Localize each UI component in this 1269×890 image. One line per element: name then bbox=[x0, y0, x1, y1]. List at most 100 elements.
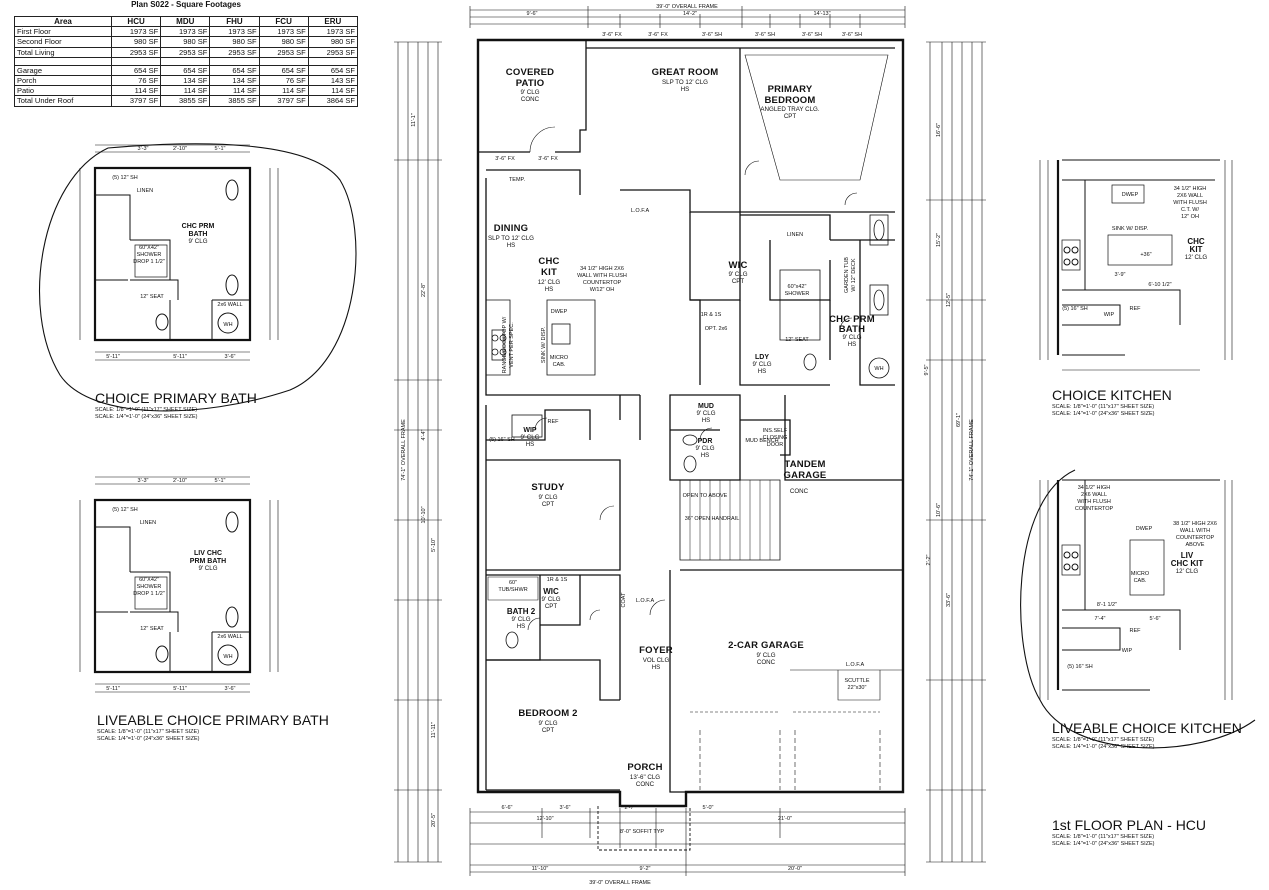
window-label: 3'-6" FX bbox=[538, 156, 558, 162]
window-label: 3'-6" SH bbox=[842, 32, 862, 38]
dim-label: 69'-1" bbox=[956, 413, 962, 427]
table-cell: 2953 SF bbox=[307, 46, 359, 58]
note-text: OPT. 2x6 bbox=[705, 326, 728, 332]
detail-liveable-bath-labels: LIVEABLE CHOICE PRIMARY BATH SCALE: 1/8"… bbox=[97, 478, 329, 742]
note-text: DWEP bbox=[1122, 192, 1139, 198]
room-detail: 9' CLG bbox=[842, 334, 861, 341]
note-text: DWEP bbox=[551, 309, 568, 315]
window-label: 3'-6" FX bbox=[648, 32, 668, 38]
detail-kitchen-labels: CHOICE KITCHEN SCALE: 1/8"=1'-0" (11"x17… bbox=[1052, 186, 1207, 417]
room-detail: 9' CLG bbox=[520, 89, 539, 96]
room-name: GARAGE bbox=[784, 470, 827, 481]
note-text: 12" OH bbox=[1181, 214, 1199, 220]
room-detail: 9' CLG bbox=[198, 565, 217, 572]
dim-label: 9'-6" bbox=[527, 11, 538, 17]
note-text: GARDEN TUB bbox=[844, 257, 850, 293]
room-name: CHC bbox=[1187, 237, 1205, 246]
dim-label: 9'-2" bbox=[640, 866, 651, 872]
note-text: WH bbox=[223, 654, 232, 660]
room-name: COVERED bbox=[506, 67, 554, 78]
main-plan bbox=[394, 6, 986, 876]
note-text: (5) 12" SH bbox=[112, 175, 138, 181]
room-name: CHC bbox=[538, 256, 559, 267]
detail-title: LIVEABLE CHOICE KITCHEN bbox=[1052, 720, 1242, 736]
room-detail: HS bbox=[758, 368, 767, 375]
note-text: SCUTTLE bbox=[844, 678, 869, 684]
room-covered-patio: COVERED PATIO 9' CLG CONC bbox=[506, 67, 554, 103]
note-text: L.O.F.A bbox=[631, 208, 650, 214]
note-text: 2X6 WALL bbox=[1081, 492, 1107, 498]
note-text: (5) 16" SH bbox=[1067, 664, 1093, 670]
dim-label: 2'-2" bbox=[926, 554, 932, 565]
room-detail: HS bbox=[545, 286, 554, 293]
room-tandem-garage: TANDEM GARAGE CONC bbox=[784, 459, 827, 495]
dim-label: 33'-6" bbox=[946, 593, 952, 607]
room-detail: HS bbox=[681, 86, 690, 93]
table-cell: 3797 SF bbox=[110, 95, 162, 107]
room-foyer: FOYER VOL CLG HS bbox=[639, 645, 673, 671]
note-text: COUNTERTOP bbox=[1176, 535, 1215, 541]
scale-note: SCALE: 1/4"=1'-0" (24"x36" SHEET SIZE) bbox=[1052, 841, 1155, 847]
room-name: WIC bbox=[543, 587, 559, 596]
dim-label: 5'-11" bbox=[106, 686, 120, 692]
room-detail: CONC bbox=[636, 781, 655, 788]
dim-label: 5'-11" bbox=[106, 354, 120, 360]
note-text: 8'-0" SOFFIT TYP bbox=[620, 829, 664, 835]
detail-title: CHOICE KITCHEN bbox=[1052, 387, 1172, 403]
room-name: PORCH bbox=[627, 762, 662, 773]
room-name: CHC PRM bbox=[182, 223, 215, 230]
overall-top-dim: 39'-0" OVERALL FRAME bbox=[656, 4, 718, 10]
note-text: 2x6 WALL bbox=[217, 634, 242, 640]
room-chc-prm-bath: CHC PRM BATH 9' CLG HS bbox=[829, 314, 875, 348]
note-text: +36" bbox=[1140, 252, 1151, 258]
room-detail: HS bbox=[507, 242, 516, 249]
room-detail: HS bbox=[702, 417, 711, 424]
detail-liveable-primary-bath bbox=[79, 476, 279, 693]
dim-label: 5'-11" bbox=[173, 354, 187, 360]
dim-label: 14'-2" bbox=[683, 11, 697, 17]
note-text: LINEN bbox=[137, 188, 153, 194]
exterior-walls bbox=[476, 38, 905, 808]
dimension-lines bbox=[394, 6, 986, 876]
note-text: (5) 16" SH bbox=[489, 437, 515, 443]
room-detail: CONC bbox=[790, 488, 809, 495]
note-text: DROP 1 1/2" bbox=[133, 259, 165, 265]
detail-title: LIVEABLE CHOICE PRIMARY BATH bbox=[97, 712, 329, 728]
overall-bottom-dim: 39'-0" OVERALL FRAME bbox=[589, 880, 651, 886]
door-swings bbox=[527, 126, 858, 631]
room-detail: ANGLED TRAY CLG. bbox=[760, 106, 819, 113]
room-chc-kit: CHC KIT 12' CLG HS bbox=[538, 256, 561, 293]
note-text: 60"X42" bbox=[139, 577, 159, 583]
room-name: BEDROOM bbox=[764, 95, 815, 106]
room-detail: CONC bbox=[521, 96, 540, 103]
room-name: KIT bbox=[1190, 245, 1203, 254]
note-text: REF bbox=[548, 419, 560, 425]
note-text: VENT PER SPEC. bbox=[509, 322, 515, 368]
room-name: TANDEM bbox=[784, 459, 825, 470]
note-text: C.T. W/ bbox=[1181, 207, 1199, 213]
room-name: MUD bbox=[698, 403, 714, 410]
note-text: 60"X42" bbox=[139, 245, 159, 251]
dim-label: 2'-10" bbox=[173, 146, 187, 152]
room-detail: SLP TO 12' CLG bbox=[662, 79, 708, 86]
room-wic: WIC 9' CLG CPT bbox=[728, 260, 747, 285]
note-text: MICRO bbox=[1131, 571, 1150, 577]
note-text: 12" SEAT bbox=[785, 337, 809, 343]
note-text: CLOSING bbox=[763, 435, 788, 441]
note-text: CAB. bbox=[1134, 578, 1147, 584]
room-detail: HS bbox=[526, 441, 535, 448]
note-text: 34 1/2" HIGH 2X6 bbox=[580, 266, 624, 272]
room-name: BATH bbox=[839, 324, 865, 335]
detail-primary-bath-labels: CHOICE PRIMARY BATH SCALE: 1/8"=1'-0" (1… bbox=[95, 146, 257, 420]
room-detail: 9' CLG bbox=[188, 238, 207, 245]
table-cell: 3864 SF bbox=[307, 95, 359, 107]
room-detail: 9' CLG bbox=[538, 720, 557, 727]
dim-label: 3'-3" bbox=[138, 478, 149, 484]
note-text: 2X6 WALL bbox=[1177, 193, 1203, 199]
table-cell: 3855 SF bbox=[160, 95, 211, 107]
dim-label: 15'-2" bbox=[936, 233, 942, 247]
room-detail: SLP TO 12' CLG bbox=[488, 235, 534, 242]
room-detail: HS bbox=[701, 452, 710, 459]
